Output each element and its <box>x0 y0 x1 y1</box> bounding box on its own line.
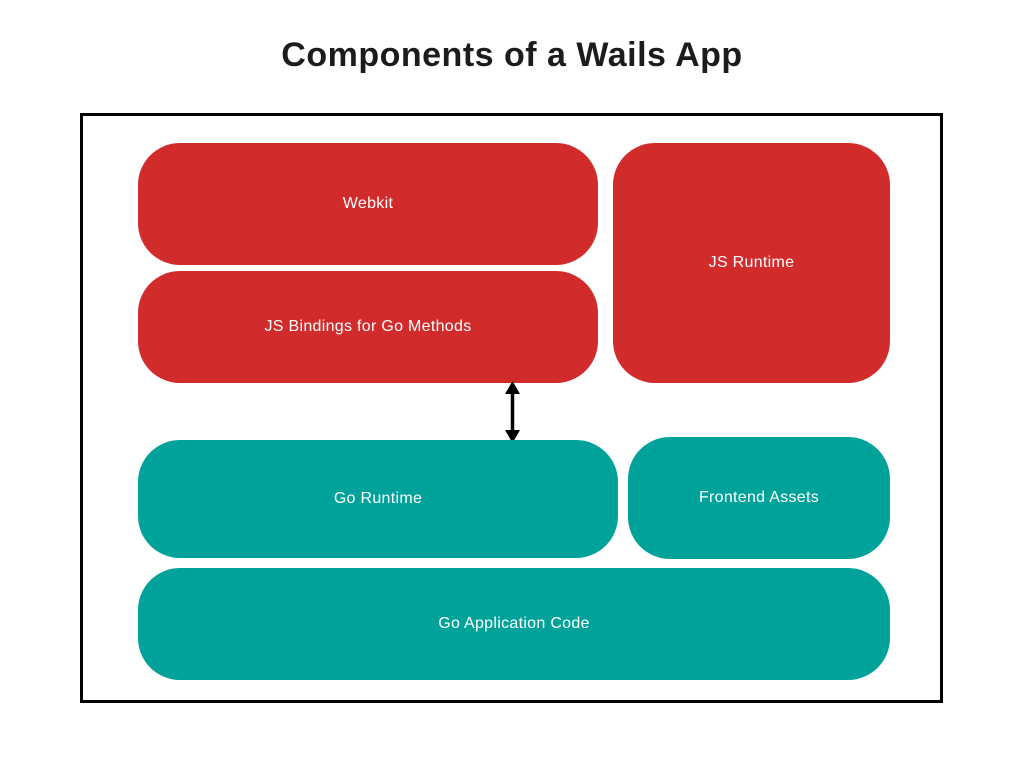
go-application-code-box: Go Application Code <box>138 568 890 680</box>
diagram-title: Components of a Wails App <box>281 36 743 74</box>
go-application-code-label: Go Application Code <box>438 615 590 632</box>
frontend-assets-box: Frontend Assets <box>628 437 890 559</box>
webkit-label: Webkit <box>342 195 394 212</box>
go-runtime-label: Go Runtime <box>333 490 423 507</box>
diagram-frame: Webkit JS Runtime JS Bindings for Go Met… <box>80 113 943 703</box>
js-bindings-box: JS Bindings for Go Methods <box>138 271 598 383</box>
js-bindings-label: JS Bindings for Go Methods <box>264 318 472 335</box>
frontend-assets-label: Frontend Assets <box>698 489 820 506</box>
go-runtime-box: Go Runtime <box>138 440 618 558</box>
webkit-box: Webkit <box>138 143 598 265</box>
bidirectional-arrow-icon <box>500 381 525 443</box>
js-runtime-label: JS Runtime <box>708 254 795 271</box>
js-runtime-box: JS Runtime <box>613 143 890 383</box>
